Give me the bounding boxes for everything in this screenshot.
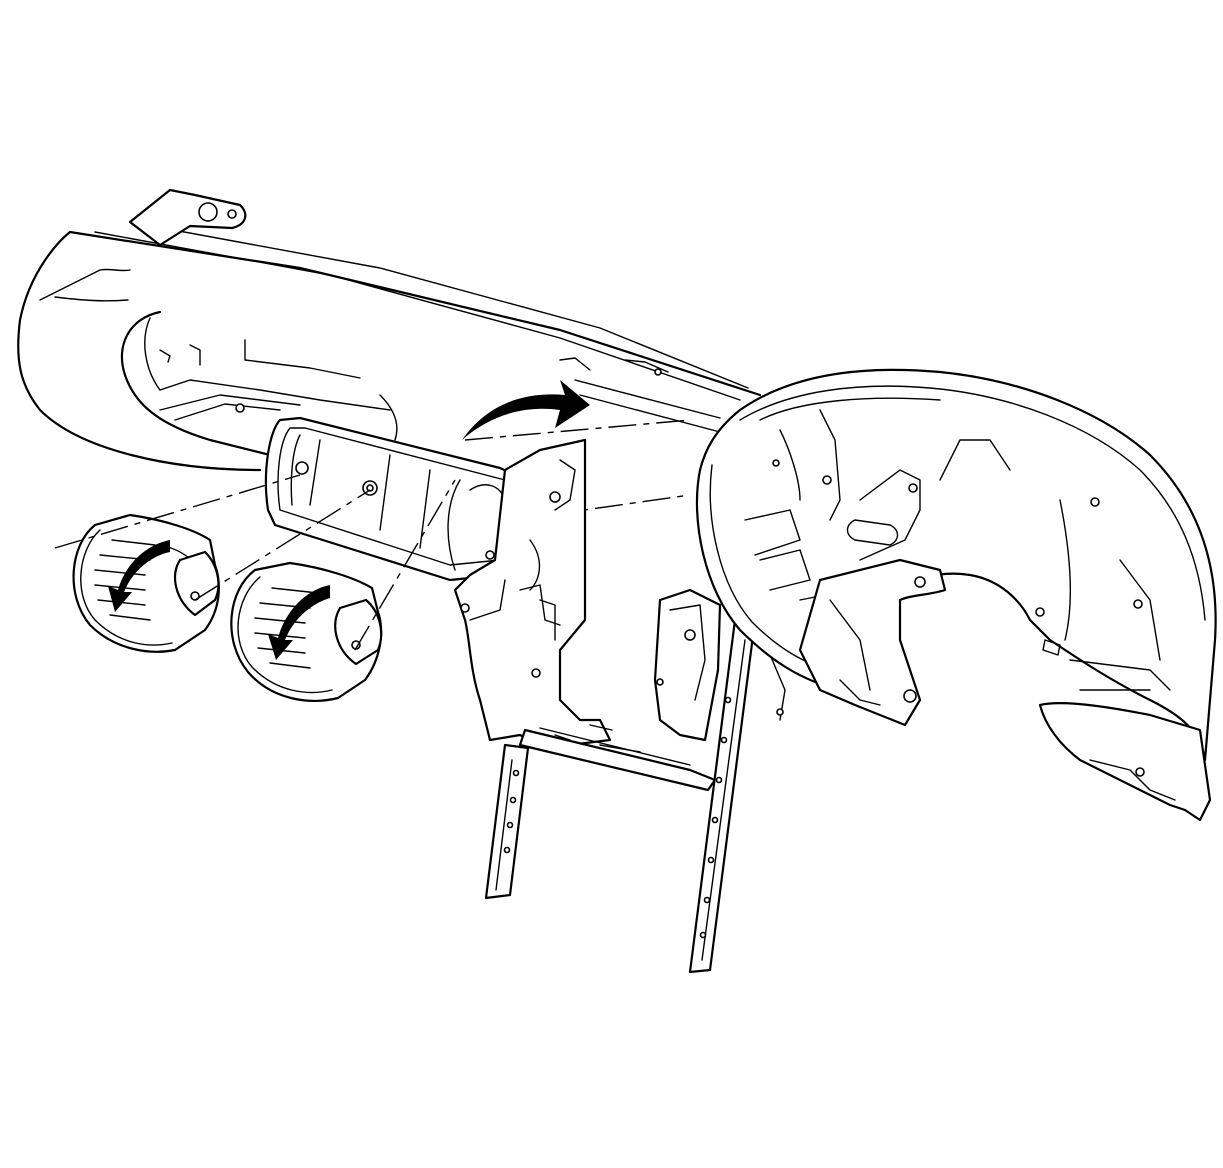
right-end-trim — [1038, 701, 1212, 822]
left-vertical-leg — [484, 743, 530, 900]
instrument-panel-carrier — [17, 188, 762, 472]
instrument-cluster-hood — [695, 368, 1217, 762]
lower-cross-bar — [518, 724, 717, 792]
left-mount-bracket — [128, 188, 247, 247]
alignment-lines — [54, 419, 691, 651]
curved-right-arrow-icon — [462, 380, 590, 440]
steering-column-bracket — [653, 588, 786, 742]
mount-bolt-icon — [198, 202, 218, 222]
vent-outlet-right — [230, 561, 383, 702]
center-support-bracket — [453, 438, 612, 900]
vent-outlet-left — [72, 513, 220, 653]
rotate-down-arrow-icon — [268, 585, 330, 660]
screw-icon — [295, 461, 309, 475]
rotate-down-arrow-icon — [108, 540, 170, 612]
center-vent-housing — [264, 416, 526, 582]
